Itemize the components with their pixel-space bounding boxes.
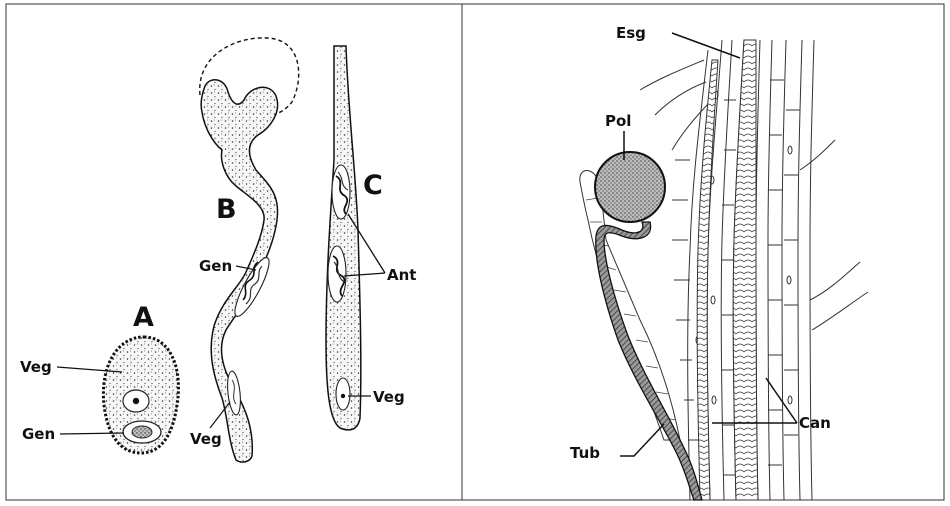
pollen-grain-a — [103, 337, 178, 453]
label-can: Can — [799, 414, 831, 432]
label-a-gen: Gen — [22, 425, 55, 443]
panel-letter-b: B — [216, 194, 237, 225]
label-a-veg: Veg — [20, 358, 52, 376]
label-b-veg: Veg — [190, 430, 222, 448]
label-c-ant: Ant — [387, 266, 416, 284]
panel-letter-c: C — [363, 170, 383, 201]
label-tub: Tub — [570, 444, 600, 462]
pollen-grain — [595, 152, 665, 222]
sperm-cell-lower — [328, 246, 346, 302]
label-b-gen: Gen — [199, 257, 232, 275]
label-c-veg: Veg — [373, 388, 405, 406]
panel-letter-a: A — [133, 302, 154, 333]
label-pol: Pol — [605, 112, 631, 130]
label-esg: Esg — [616, 24, 646, 42]
